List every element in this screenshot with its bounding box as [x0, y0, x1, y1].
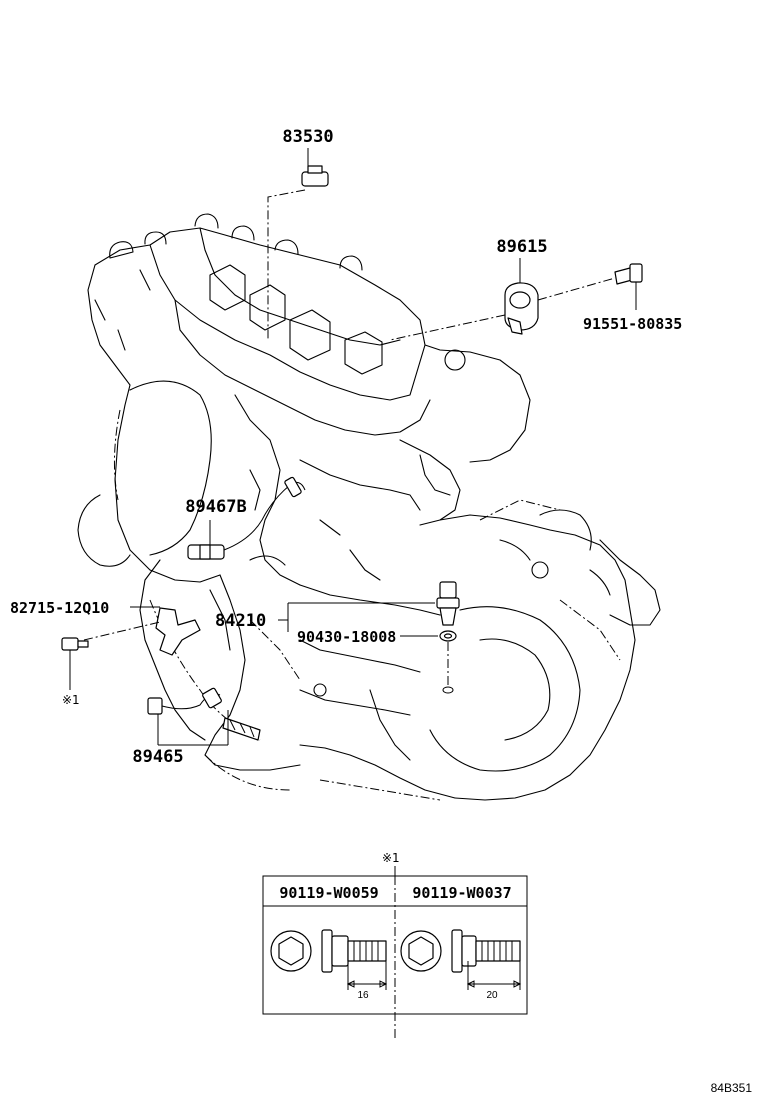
table-marker: ※1 — [382, 851, 400, 865]
part-83530-switch — [267, 148, 329, 340]
diagram-code: 84B351 — [711, 1081, 753, 1095]
part-labels: 83530 89615 91551-80835 89467B 82715-12Q… — [10, 127, 682, 767]
label-91551-80835: 91551-80835 — [583, 315, 682, 333]
dimension-20: 20 — [486, 990, 498, 1001]
label-note-marker: ※1 — [62, 693, 80, 707]
part-89467b-sensor — [187, 476, 306, 560]
engine-outline — [77, 213, 661, 801]
label-89615: 89615 — [496, 237, 547, 257]
label-90430-18008: 90430-18008 — [297, 628, 396, 646]
part-note-bolt — [61, 637, 89, 690]
dimension-16: 16 — [357, 990, 369, 1001]
label-89465: 89465 — [132, 747, 183, 767]
bolt-table: ※1 90119-W0059 90119-W0037 16 — [262, 851, 528, 1040]
label-84210: 84210 — [215, 611, 266, 631]
table-col2-header: 90119-W0037 — [412, 884, 511, 902]
part-82715-bracket — [83, 606, 201, 656]
part-91551-bolt — [614, 263, 643, 310]
label-89467b: 89467B — [185, 497, 246, 517]
label-83530: 83530 — [282, 127, 333, 147]
label-82715-12q10: 82715-12Q10 — [10, 599, 109, 617]
part-89465-sensor — [147, 687, 261, 746]
part-89615-knock-sensor — [389, 258, 616, 341]
table-col1-header: 90119-W0059 — [279, 884, 378, 902]
part-84210-switch — [278, 581, 460, 694]
bolt-w0037-drawing: 20 — [400, 929, 522, 1001]
bolt-w0059-drawing: 16 — [270, 929, 388, 1001]
